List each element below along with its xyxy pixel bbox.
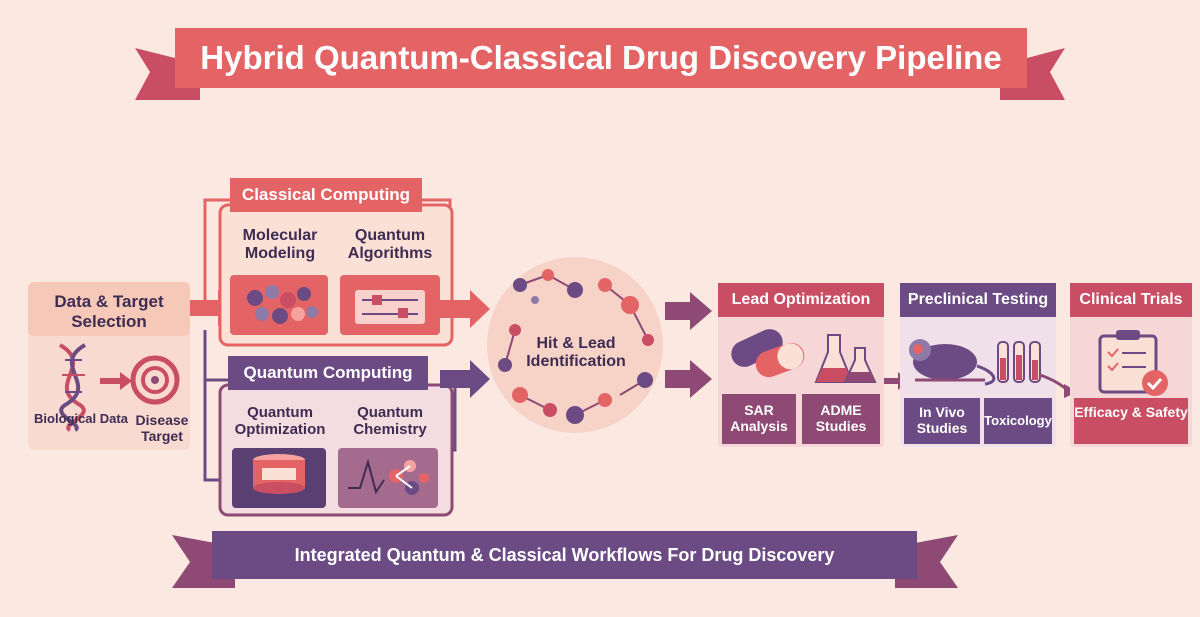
clinical-heading: Clinical Trials <box>1079 291 1183 308</box>
preclinical-header-bg <box>900 283 1056 317</box>
efficacy-tile <box>1074 398 1188 444</box>
clinical-header-bg <box>1070 283 1192 317</box>
data-arrow-icon <box>100 372 132 390</box>
lead-optimization-header-bg <box>718 283 884 317</box>
toxicology-tile <box>984 398 1052 444</box>
target-icon <box>130 355 180 405</box>
arrow-hit-to-lead-2 <box>665 360 712 398</box>
dna-icon <box>58 343 87 432</box>
arrow-quantum-to-hit <box>440 360 490 398</box>
molecular-modeling-label: Molecular Modeling <box>242 227 318 263</box>
mouse-icon <box>909 339 996 386</box>
sar-tile <box>722 394 796 444</box>
sar-label: SAR Analysis <box>730 402 788 435</box>
quantum-heading: Quantum Computing <box>228 356 428 390</box>
molecule-network-icon <box>498 269 654 424</box>
classical-heading: Classical Computing <box>230 178 422 212</box>
in-vivo-label: In Vivo Studies <box>916 404 968 437</box>
test-tubes-icon <box>997 341 1041 383</box>
quantum-chip-icon <box>253 454 305 494</box>
quantum-circuit-icon <box>355 279 425 324</box>
molecule-grid-icon <box>247 285 318 324</box>
adme-label: ADME Studies <box>815 402 867 435</box>
footer-ribbon <box>212 531 917 579</box>
biological-data-label: Biological Data <box>34 411 128 426</box>
quantum-chemistry-label: Quantum Chemistry <box>353 404 427 439</box>
data-target-heading: Data & Target Selection <box>54 292 164 331</box>
footer-banner-text: Integrated Quantum & Classical Workflows… <box>294 544 835 565</box>
preclinical-heading: Preclinical Testing <box>907 291 1049 308</box>
quantum-algorithms-label: Quantum Algorithms <box>347 227 433 263</box>
adme-tile <box>802 394 880 444</box>
in-vivo-tile <box>904 398 980 444</box>
clipboard-check-icon <box>1098 330 1168 396</box>
arrow-classical-to-hit <box>440 290 490 328</box>
disease-target-label: Disease Target <box>135 412 189 445</box>
molecular-modeling-tile <box>230 275 328 335</box>
pills-icon <box>731 329 805 378</box>
arrow-hit-to-lead-1 <box>665 292 712 330</box>
page-title: Hybrid Quantum-Classical Drug Discovery … <box>175 28 1027 88</box>
quantum-optimization-label: Quantum Optimization <box>234 404 326 439</box>
flasks-icon <box>814 334 877 383</box>
toxicology-label: Toxicology <box>984 413 1052 428</box>
chemistry-graph-icon <box>348 458 429 495</box>
hit-lead-circle <box>487 257 663 433</box>
efficacy-label: Efficacy & Safety <box>1074 404 1188 420</box>
lead-optimization-heading: Lead Optimization <box>731 291 871 308</box>
hit-lead-label: Hit & Lead Identification <box>526 335 626 371</box>
data-target-header-bg <box>28 282 190 336</box>
